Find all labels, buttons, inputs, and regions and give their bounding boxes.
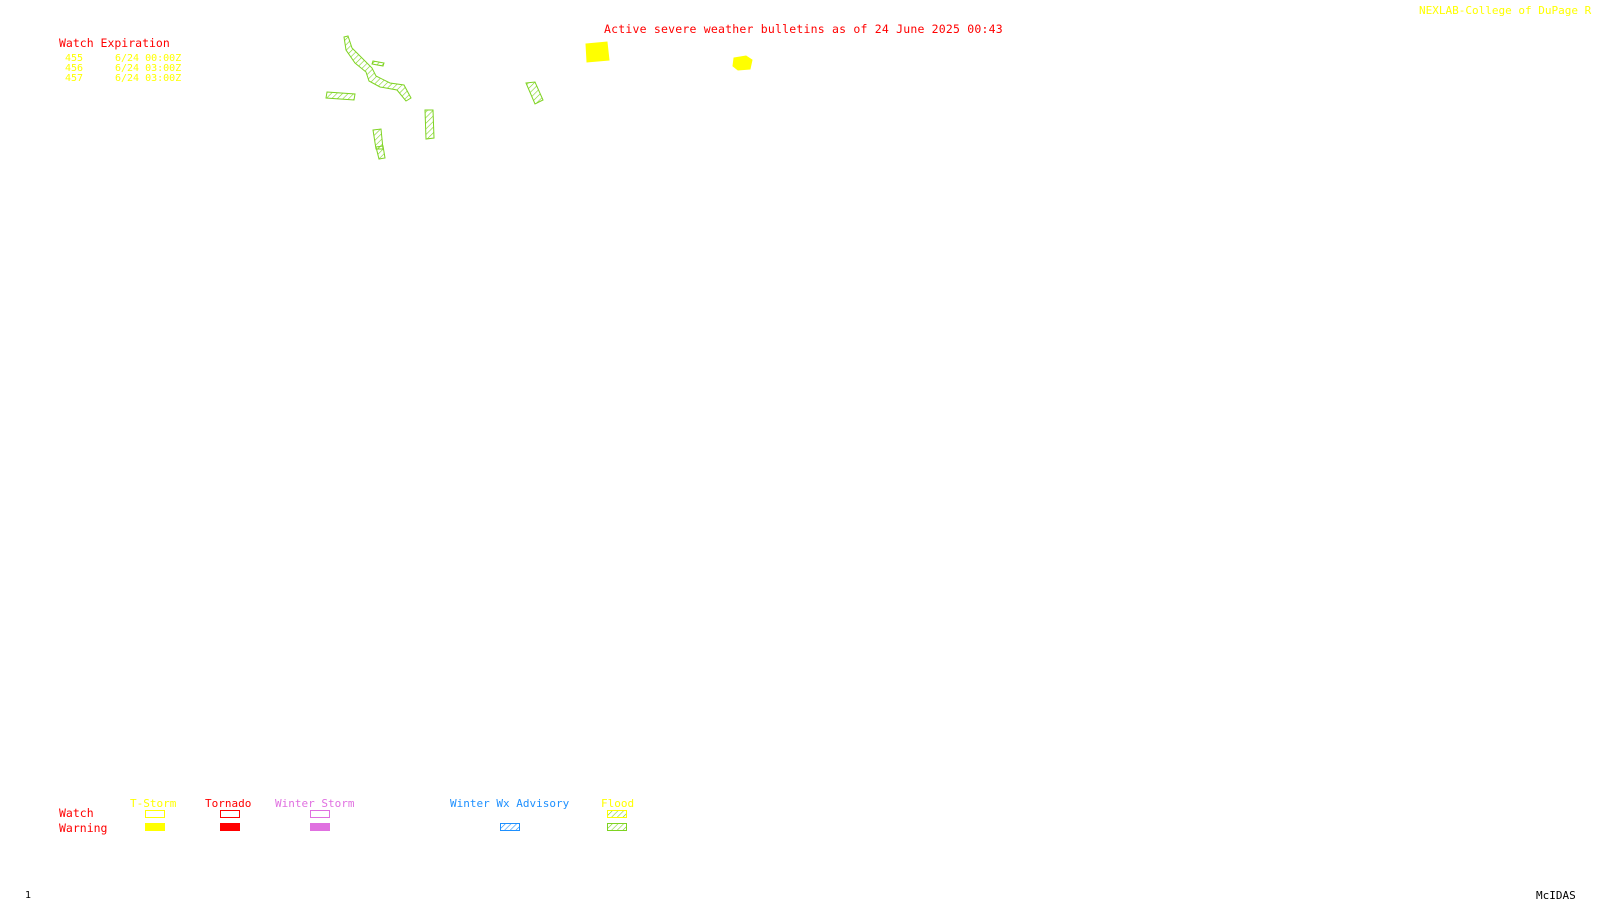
tstorm-warning-polygon xyxy=(732,55,753,71)
watch-expires: 6/24 03:00Z xyxy=(115,73,182,84)
legend-label-winter-storm: Winter Storm xyxy=(275,797,355,810)
flood-warning-swatch xyxy=(607,823,627,831)
watch-number: 457 xyxy=(65,73,84,84)
software-label: McIDAS xyxy=(1536,889,1576,902)
legend-row-watch: Watch xyxy=(59,806,94,820)
flood-warning-polygon xyxy=(525,81,544,105)
flood-warning-polygon xyxy=(375,145,386,160)
tornado-warning-swatch xyxy=(220,823,240,831)
watch-number: 456 xyxy=(65,63,84,74)
bulletin-title: Active severe weather bulletins as of 24… xyxy=(604,22,1003,36)
winter-storm-warning-swatch xyxy=(310,823,330,831)
flood-warning-polygon xyxy=(343,35,412,102)
flood-warning-polygon xyxy=(371,60,385,67)
frame-number: 1 xyxy=(25,890,32,901)
watch-expiration-heading: Watch Expiration xyxy=(59,36,170,50)
winter-storm-watch-swatch xyxy=(310,810,330,818)
flood-watch-swatch xyxy=(607,810,627,818)
tstorm-warning-swatch xyxy=(145,823,165,831)
winter-wx-advisory-swatch xyxy=(500,823,520,831)
legend-row-warning: Warning xyxy=(59,821,108,835)
tstorm-watch-swatch xyxy=(145,810,165,818)
watch-expires: 6/24 00:00Z xyxy=(115,53,182,64)
legend-label-tstorm: T-Storm xyxy=(130,797,177,810)
legend-label-tornado: Tornado xyxy=(205,797,252,810)
flood-warning-polygon xyxy=(424,109,435,140)
watch-expiration-row: 456 6/24 03:00Z xyxy=(65,64,181,74)
legend-label-flood: Flood xyxy=(601,797,635,810)
watch-expiration-row: 457 6/24 03:00Z xyxy=(65,74,181,84)
watch-number: 455 xyxy=(65,53,84,64)
tornado-watch-swatch xyxy=(220,810,240,818)
flood-warning-polygon xyxy=(325,91,356,101)
watch-expiration-row: 455 6/24 00:00Z xyxy=(65,54,181,64)
watch-expires: 6/24 03:00Z xyxy=(115,63,182,74)
tstorm-warning-polygon xyxy=(585,41,610,63)
credit-label: NEXLAB-College of DuPage R xyxy=(1419,4,1592,17)
legend-label-winter-wx-advisory: Winter Wx Advisory xyxy=(450,797,570,810)
